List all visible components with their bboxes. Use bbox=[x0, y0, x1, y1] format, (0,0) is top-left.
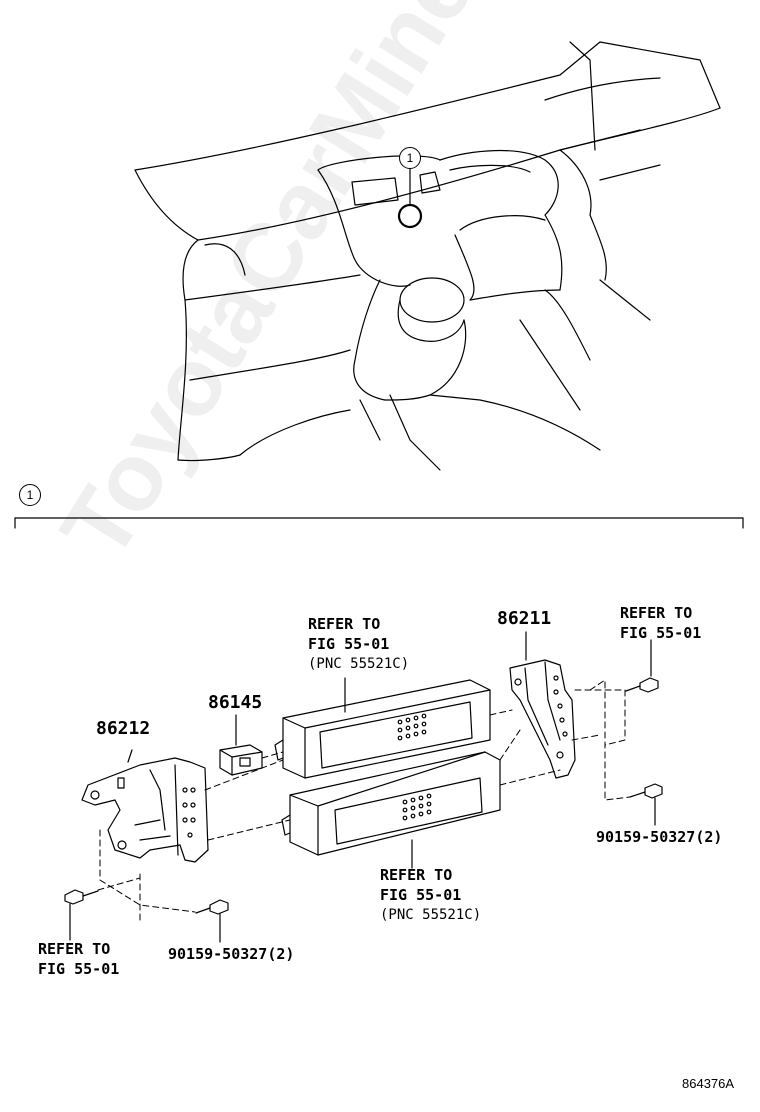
lower-unit-grille bbox=[402, 793, 432, 821]
screw-upper-right bbox=[625, 639, 659, 693]
part-number-left-bracket: 86212 bbox=[96, 718, 151, 739]
refer-lower-left-line2: FIG 55-01 bbox=[38, 960, 120, 978]
left-bracket-drawing bbox=[81, 749, 209, 863]
refer-upper-center-line2: FIG 55-01 bbox=[308, 635, 390, 653]
callout-marker-dashboard: 1 bbox=[399, 147, 421, 169]
section-marker: 1 bbox=[19, 484, 41, 506]
part-number-switch: 86145 bbox=[208, 692, 263, 713]
refer-upper-right-line2: FIG 55-01 bbox=[620, 624, 702, 642]
screw-number-left: 90159-50327(2) bbox=[168, 945, 295, 963]
right-bracket-drawing bbox=[509, 631, 576, 779]
upper-center-unit-drawing bbox=[274, 677, 491, 779]
refer-lower-center-line1: REFER TO bbox=[380, 866, 453, 884]
refer-lower-center-line3: (PNC 55521C) bbox=[380, 907, 482, 923]
switch-drawing bbox=[219, 714, 263, 776]
lower-center-unit-drawing bbox=[281, 751, 501, 869]
refer-upper-center-line3: (PNC 55521C) bbox=[308, 656, 410, 672]
screw-lower-right bbox=[629, 783, 663, 826]
screw-lower-center-left bbox=[195, 899, 229, 943]
assembly-dashed-lines bbox=[97, 679, 631, 921]
screw-lower-left bbox=[64, 889, 99, 941]
screw-number-right: 90159-50327(2) bbox=[596, 828, 723, 846]
refer-lower-center-line2: FIG 55-01 bbox=[380, 886, 462, 904]
refer-upper-center-line1: REFER TO bbox=[308, 615, 381, 633]
refer-upper-right-line1: REFER TO bbox=[620, 604, 693, 622]
figure-code: 864376A bbox=[682, 1076, 735, 1091]
upper-unit-grille bbox=[397, 713, 427, 741]
dashboard-overview bbox=[134, 41, 721, 471]
section-divider bbox=[14, 517, 744, 529]
part-number-right-bracket: 86211 bbox=[497, 608, 552, 629]
refer-lower-left-line1: REFER TO bbox=[38, 940, 111, 958]
